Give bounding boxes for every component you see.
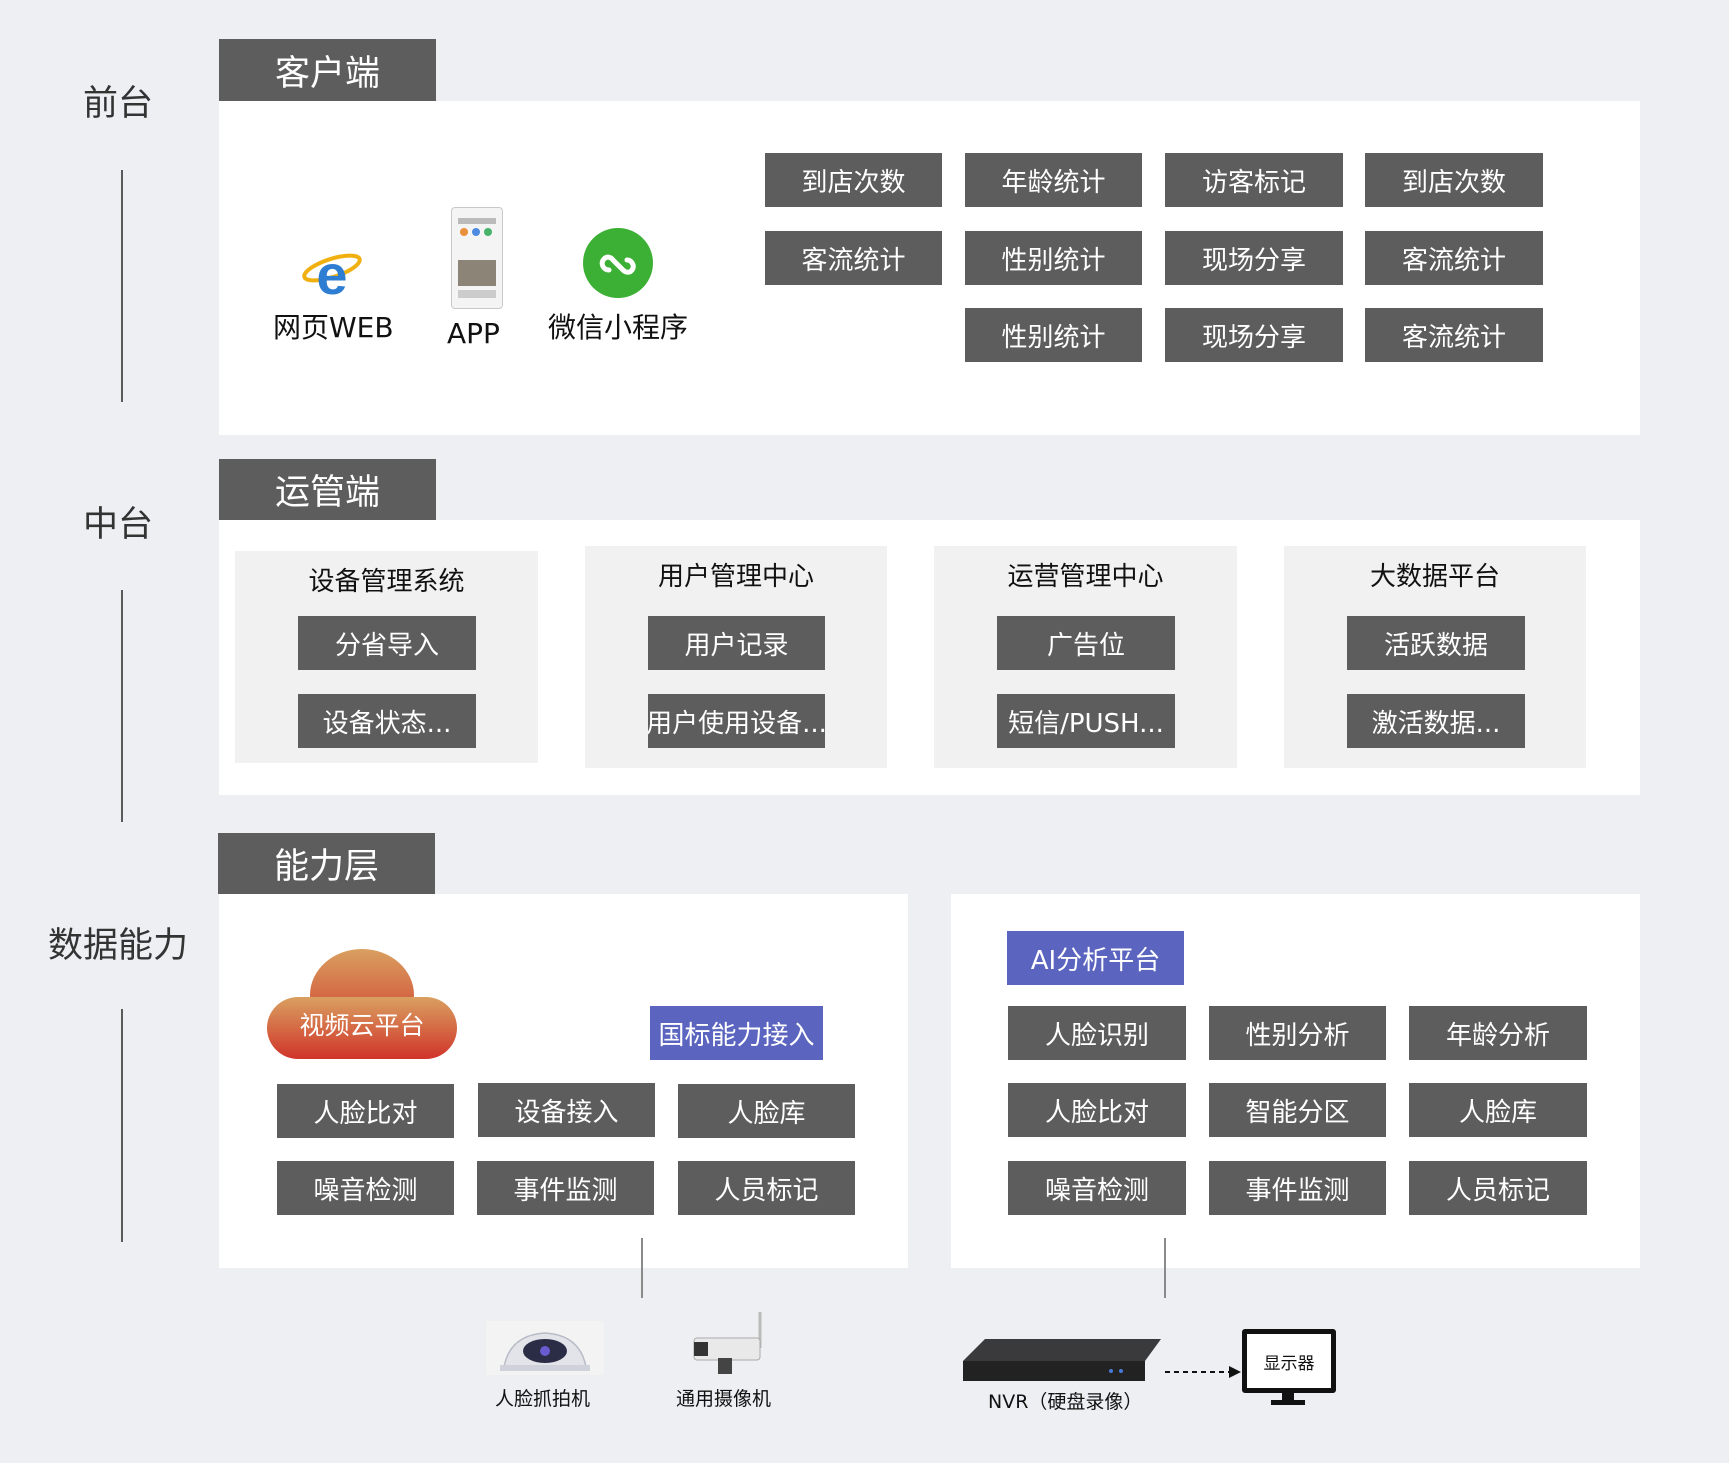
ops-card-button[interactable]: 短信/PUSH... [997, 694, 1175, 748]
ai-button[interactable]: 人脸比对 [1008, 1083, 1186, 1137]
ops-card-title: 大数据平台 [1369, 562, 1500, 592]
monitor-icon[interactable]: 显示器 [1242, 1329, 1336, 1393]
nvr-label: NVR（硬盘录像） [988, 1391, 1143, 1413]
client-button[interactable]: 到店次数 [1365, 153, 1543, 207]
app-label: APP [447, 317, 500, 350]
ops-card-user: 用户管理中心 用户记录 用户使用设备... [585, 546, 887, 768]
client-button[interactable]: 访客标记 [1165, 153, 1343, 207]
ai-button[interactable]: 性别分析 [1209, 1006, 1386, 1060]
monitor-base [1271, 1400, 1305, 1405]
capability-left-panel: 视频云平台 国标能力接入 人脸比对 设备接入 人脸库 噪音检测 事件监测 人员标… [219, 894, 908, 1268]
ai-platform-button[interactable]: AI分析平台 [1007, 931, 1184, 985]
capability-button[interactable]: 事件监测 [477, 1161, 654, 1215]
ai-button[interactable]: 人脸识别 [1008, 1006, 1186, 1060]
ai-button[interactable]: 人脸库 [1409, 1083, 1587, 1137]
ops-card-title: 设备管理系统 [308, 567, 465, 597]
capability-button[interactable]: 设备接入 [478, 1083, 655, 1137]
ops-card-button[interactable]: 设备状态... [298, 694, 476, 748]
connector-line-left [641, 1238, 643, 1298]
client-button[interactable]: 年龄统计 [965, 153, 1142, 207]
ops-card-button[interactable]: 激活数据... [1347, 694, 1525, 748]
general-camera-icon[interactable] [690, 1312, 764, 1378]
face-camera-icon[interactable] [486, 1321, 604, 1375]
side-divider-middle [121, 590, 123, 822]
capability-button[interactable]: 噪音检测 [277, 1161, 454, 1215]
ops-card-button[interactable]: 用户记录 [648, 616, 825, 670]
ops-tab: 运管端 [219, 459, 436, 520]
monitor-label: 显示器 [1263, 1353, 1315, 1374]
ops-card-button[interactable]: 用户使用设备... [648, 694, 825, 748]
client-button[interactable]: 现场分享 [1165, 308, 1343, 362]
ops-card-button[interactable]: 活跃数据 [1347, 616, 1525, 670]
wechat-label: 微信小程序 [548, 311, 689, 344]
capability-button[interactable]: 人脸比对 [277, 1084, 454, 1138]
client-button[interactable]: 客流统计 [1365, 308, 1543, 362]
svg-text:e: e [316, 244, 347, 302]
client-button[interactable]: 性别统计 [965, 308, 1142, 362]
side-divider-data [121, 1009, 123, 1242]
gb-access-button[interactable]: 国标能力接入 [650, 1006, 823, 1060]
ai-button[interactable]: 人员标记 [1409, 1161, 1587, 1215]
ops-card-operation: 运营管理中心 广告位 短信/PUSH... [934, 546, 1237, 768]
ai-button[interactable]: 年龄分析 [1409, 1006, 1587, 1060]
ops-card-title: 用户管理中心 [657, 562, 814, 592]
side-label-middle: 中台 [82, 505, 153, 545]
ops-card-bigdata: 大数据平台 活跃数据 激活数据... [1284, 546, 1586, 768]
dashed-arrow-icon [1165, 1366, 1241, 1378]
client-button[interactable]: 到店次数 [765, 153, 942, 207]
client-panel: e 网页WEB APP 微信小程序 到店次数 年龄统计 访客标记 到店次数 客流… [219, 101, 1640, 435]
phone-app-icon[interactable] [451, 207, 503, 309]
ops-panel: 设备管理系统 分省导入 设备状态... 用户管理中心 用户记录 用户使用设备..… [219, 520, 1640, 795]
ops-card-button[interactable]: 分省导入 [298, 616, 476, 670]
ops-card-device: 设备管理系统 分省导入 设备状态... [235, 551, 538, 763]
monitor-stand [1282, 1393, 1294, 1401]
nvr-icon[interactable] [961, 1335, 1165, 1385]
ops-card-title: 运营管理中心 [1007, 562, 1164, 592]
capability-button[interactable]: 人脸库 [678, 1084, 855, 1138]
ops-card-button[interactable]: 广告位 [997, 616, 1175, 670]
face-camera-label: 人脸抓拍机 [495, 1388, 591, 1410]
connector-line-right [1164, 1238, 1166, 1298]
ai-button[interactable]: 事件监测 [1209, 1161, 1386, 1215]
cloud-icon[interactable] [267, 947, 457, 1065]
client-button[interactable]: 性别统计 [965, 231, 1142, 285]
ie-icon[interactable]: e [301, 243, 363, 306]
cloud-label: 视频云平台 [299, 1011, 425, 1040]
ai-button[interactable]: 噪音检测 [1008, 1161, 1186, 1215]
side-label-front: 前台 [82, 84, 153, 124]
client-button[interactable]: 现场分享 [1165, 231, 1343, 285]
capability-button[interactable]: 人员标记 [678, 1161, 855, 1215]
general-camera-label: 通用摄像机 [676, 1388, 772, 1410]
client-tab: 客户端 [219, 39, 436, 101]
side-divider-front [121, 170, 123, 402]
web-label: 网页WEB [273, 311, 394, 344]
side-label-data: 数据能力 [47, 926, 188, 966]
capability-tab: 能力层 [218, 833, 435, 894]
wechat-mini-program-icon[interactable] [583, 228, 653, 298]
client-button[interactable]: 客流统计 [1365, 231, 1543, 285]
client-button[interactable]: 客流统计 [765, 231, 942, 285]
capability-right-panel: AI分析平台 人脸识别 性别分析 年龄分析 人脸比对 智能分区 人脸库 噪音检测… [951, 894, 1640, 1268]
ai-button[interactable]: 智能分区 [1209, 1083, 1386, 1137]
